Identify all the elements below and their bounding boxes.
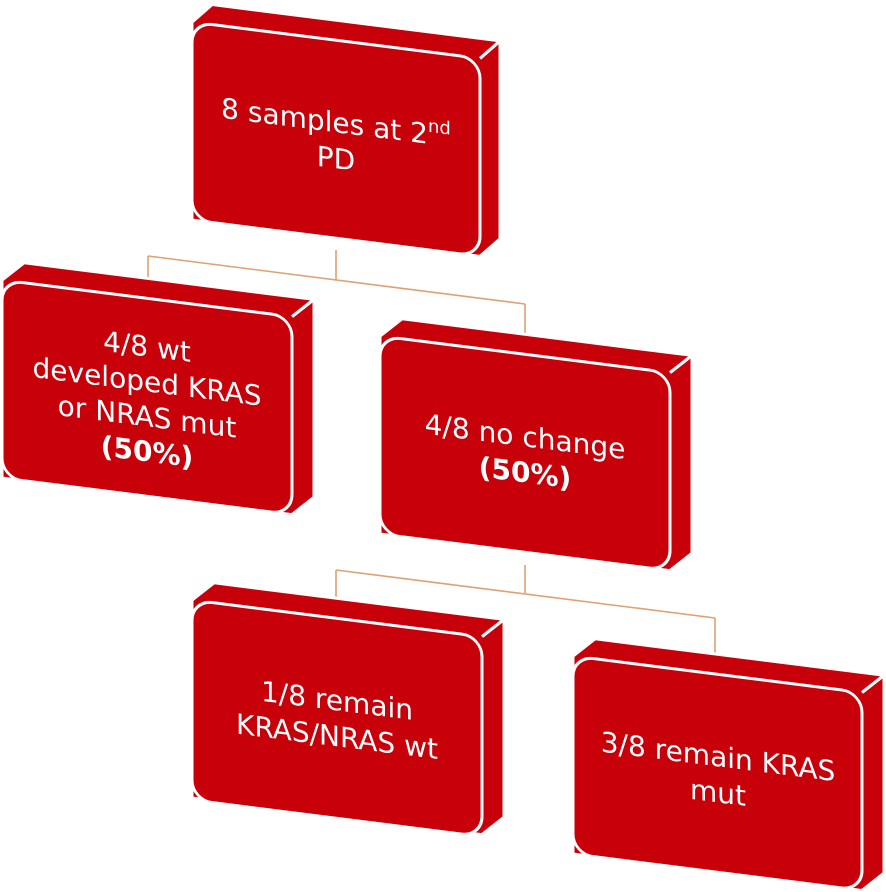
node-remain-wt: 1/8 remain KRAS/NRAS wt bbox=[190, 581, 506, 837]
connector-no-change bbox=[335, 565, 716, 655]
node-remain-mut: 3/8 remain KRAS mut bbox=[571, 637, 886, 892]
node-no-change: 4/8 no change (50%) bbox=[378, 317, 694, 573]
node-root: 8 samples at 2nd PD bbox=[190, 3, 502, 258]
connector-root bbox=[147, 250, 526, 335]
node-root-text-2: PD bbox=[317, 140, 355, 178]
node-remain-mut-line2: mut bbox=[690, 773, 746, 813]
node-developed: 4/8 wt developed KRAS or NRAS mut (50%) bbox=[0, 261, 316, 517]
